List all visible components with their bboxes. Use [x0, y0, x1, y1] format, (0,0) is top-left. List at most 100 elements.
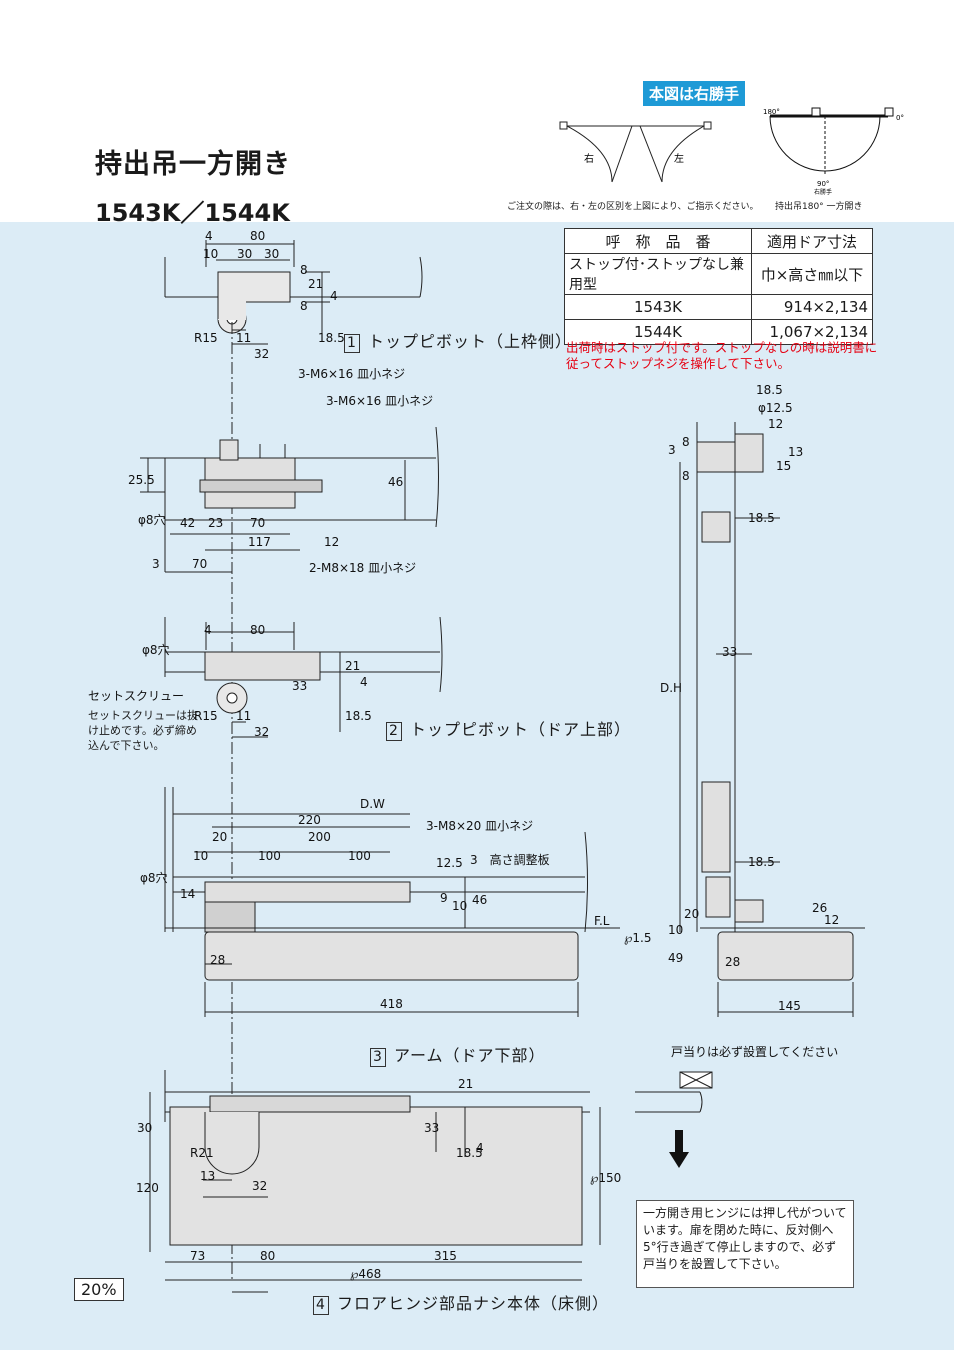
spec-header-size: 適用ドア寸法	[751, 228, 873, 254]
dim: 3	[152, 557, 160, 571]
dim: 12.5	[436, 856, 463, 870]
dim: 33	[292, 679, 307, 693]
dim: 28	[210, 953, 225, 967]
dim: 9	[440, 891, 448, 905]
dim: 42	[180, 516, 195, 530]
part-number: 1	[344, 334, 360, 353]
dim: 21	[308, 277, 323, 291]
dim: 33	[424, 1121, 439, 1135]
angle-0: 0°	[896, 114, 904, 122]
dim: D.H	[660, 681, 682, 695]
dim: 4	[360, 675, 368, 689]
dim: ℘150	[590, 1171, 621, 1185]
dim: 4	[205, 229, 213, 243]
dim: 26	[812, 901, 827, 915]
screw-label: セットスクリュー	[88, 689, 184, 703]
dim: 80	[250, 229, 265, 243]
dim: 30	[264, 247, 279, 261]
dim: 200	[308, 830, 331, 844]
dim: 18.5	[318, 331, 345, 345]
spec-cell: 1543K	[564, 294, 752, 320]
dim: 32	[254, 347, 269, 361]
dim: 46	[472, 893, 487, 907]
right-hand-small: 右勝手	[814, 188, 832, 196]
dim: 46	[388, 475, 403, 489]
dim: 33	[722, 645, 737, 659]
dim: 80	[260, 1249, 275, 1263]
dim: 30	[137, 1121, 152, 1135]
dim: φ8穴	[142, 642, 170, 657]
spec-cell: 1,067×2,134	[751, 319, 873, 345]
dim: 100	[258, 849, 281, 863]
dim: 21	[458, 1077, 473, 1091]
right-hand-badge: 本図は右勝手	[643, 81, 746, 106]
dim: 120	[136, 1181, 159, 1195]
dim: 8	[300, 263, 308, 277]
technical-drawing: 4 80 10 30 30 8 21 8 4 18.5 R15 11 32 25…	[88, 229, 865, 1293]
screw-label: 3 高さ調整板	[470, 852, 550, 867]
set-screw-note: セットスクリューは抜け止めです。必ず締め込んで下さい。	[88, 709, 198, 752]
dim: 3	[668, 443, 676, 457]
dim: 18.5	[345, 709, 372, 723]
right-label: 右	[584, 152, 594, 165]
dim: 20	[212, 830, 227, 844]
dim: 10	[668, 923, 683, 937]
dim: 10	[452, 899, 467, 913]
dim: 25.5	[128, 473, 155, 487]
dim: 12	[824, 913, 839, 927]
dim: ℘1.5	[624, 931, 651, 945]
spec-cell: 巾×高さ㎜以下	[751, 253, 873, 295]
dim: R21	[190, 1146, 214, 1160]
angle-180: 180°	[763, 108, 780, 116]
screw-label: 3-M6×16 皿小ネジ	[298, 367, 405, 381]
angle-90: 90°	[817, 180, 829, 188]
hand-diagram: 右 左	[559, 121, 712, 183]
dim: 418	[380, 997, 403, 1011]
dim: 18.5	[756, 383, 783, 397]
screw-label: 3-M8×20 皿小ネジ	[426, 819, 533, 833]
dim: 4	[204, 623, 212, 637]
dim: R15	[194, 331, 218, 345]
dim: 18.5	[748, 855, 775, 869]
dim: 28	[725, 955, 740, 969]
dim: 23	[208, 516, 223, 530]
dim: R15	[194, 709, 218, 723]
screw-label: 3-M6×16 皿小ネジ	[326, 394, 433, 408]
dim: 70	[192, 557, 207, 571]
spec-table: 呼 称 品 番 適用ドア寸法 ストップ付･ストップなし兼用型 巾×高さ㎜以下 1…	[564, 228, 873, 345]
left-label: 左	[674, 152, 684, 165]
part-number: 2	[386, 722, 402, 741]
spec-cell: 914×2,134	[751, 294, 873, 320]
dim: 100	[348, 849, 371, 863]
dim: 13	[200, 1169, 215, 1183]
spec-cell: 1544K	[564, 319, 752, 345]
dim: 10	[203, 247, 218, 261]
dim: 8	[682, 435, 690, 449]
dim: 49	[668, 951, 683, 965]
dim: 70	[250, 516, 265, 530]
dim: 13	[788, 445, 803, 459]
dim: 80	[250, 623, 265, 637]
dim: 18.5	[748, 511, 775, 525]
dim: φ8穴	[138, 512, 166, 527]
dim: 18.5	[456, 1146, 483, 1160]
dim: 8	[682, 469, 690, 483]
dim: φ12.5	[758, 401, 793, 415]
stopper-required: 戸当りは必ず設置してください	[671, 1044, 838, 1059]
dim: 4	[476, 1141, 484, 1155]
dim: 12	[324, 535, 339, 549]
dim: 32	[252, 1179, 267, 1193]
screw-label: 2-M8×18 皿小ネジ	[309, 561, 416, 575]
dim: 4	[330, 289, 338, 303]
dim: 32	[254, 725, 269, 739]
dim: 12	[768, 417, 783, 431]
dim: 30	[237, 247, 252, 261]
dim: ℘468	[350, 1267, 381, 1281]
dim: 15	[776, 459, 791, 473]
dim: 73	[190, 1249, 205, 1263]
dim: φ8穴	[140, 870, 168, 885]
dim: 315	[434, 1249, 457, 1263]
swing-diagram: 180° 0° 90° 右勝手	[763, 107, 904, 196]
model-numbers: 1543K／1544K	[95, 199, 290, 227]
